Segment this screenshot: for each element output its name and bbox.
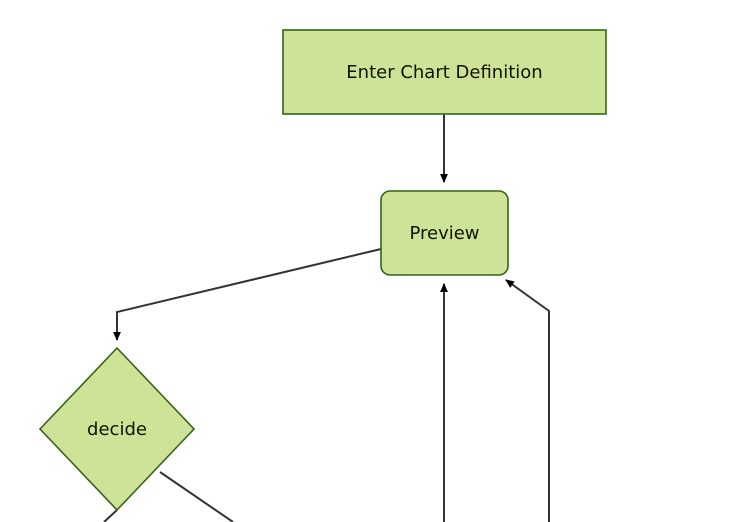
node-enter-chart-definition-label: Enter Chart Definition	[346, 62, 542, 83]
node-preview-shape[interactable]	[380, 190, 509, 276]
edge-layer	[103, 114, 550, 522]
node-enter-chart-definition-shape[interactable]	[282, 29, 607, 115]
edge-preview-to-decide	[113, 248, 382, 341]
node-decide[interactable]: decide	[38, 346, 196, 512]
edge-bottom-right-to-preview	[505, 279, 550, 522]
node-decide-label: decide	[87, 419, 147, 440]
node-preview-label: Preview	[409, 223, 479, 244]
node-enter-chart-definition[interactable]: Enter Chart Definition	[282, 29, 607, 115]
edge-decide-bottom-right	[159, 471, 234, 522]
node-preview[interactable]: Preview	[380, 190, 509, 276]
edge-decide-bottom-left	[103, 509, 118, 522]
node-decide-shape[interactable]	[38, 346, 196, 512]
